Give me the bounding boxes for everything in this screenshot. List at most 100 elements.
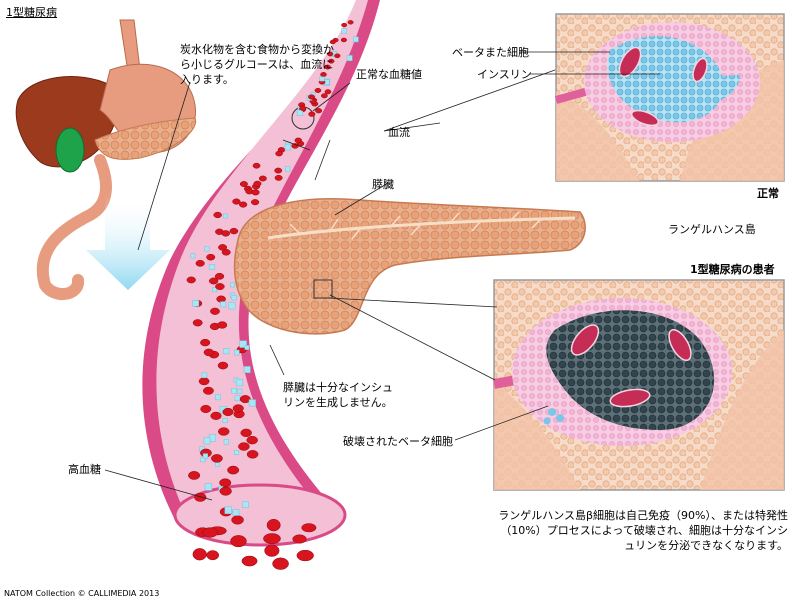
red-blood-cell bbox=[216, 295, 226, 303]
red-blood-cell bbox=[239, 395, 251, 404]
glucose-particle bbox=[239, 340, 247, 348]
red-blood-cell bbox=[274, 167, 283, 174]
red-blood-cell bbox=[299, 105, 307, 111]
beta-cells-label: ベータまた細胞 bbox=[452, 46, 529, 59]
duodenum bbox=[36, 154, 112, 300]
insulin-label: インスリン bbox=[477, 68, 532, 81]
glucose-particle bbox=[285, 166, 291, 172]
red-blood-cell bbox=[200, 404, 212, 413]
glucose-particle bbox=[209, 264, 216, 270]
insufficient-insulin-label: 膵臓は十分なインシュリンを生成しません。 bbox=[283, 381, 393, 409]
glucose-particle bbox=[190, 253, 196, 259]
islet-marker-box bbox=[313, 279, 333, 299]
glucose-particle bbox=[243, 366, 251, 374]
red-blood-cell bbox=[246, 450, 259, 459]
glucose-particle bbox=[223, 213, 228, 219]
bloodstream-label: 血流 bbox=[388, 126, 410, 139]
glucose-particle bbox=[352, 36, 359, 43]
red-blood-cell bbox=[213, 211, 222, 219]
red-blood-cell bbox=[198, 377, 210, 386]
red-blood-cell bbox=[296, 549, 314, 562]
glucose-particle bbox=[231, 295, 237, 301]
duct-branches bbox=[289, 211, 541, 240]
glucose-particle bbox=[234, 349, 240, 356]
red-blood-cell bbox=[219, 478, 232, 488]
glucose-flow-arrow bbox=[86, 195, 170, 290]
glucose-particle bbox=[319, 76, 325, 82]
glucose-particle bbox=[223, 439, 229, 445]
red-blood-cell bbox=[222, 407, 234, 416]
credit: NATOM Collection © CALLIMEDIA 2013 bbox=[4, 589, 160, 598]
glucose-particle bbox=[346, 55, 353, 62]
red-blood-cell bbox=[230, 535, 247, 548]
pancreas-label: 膵臓 bbox=[372, 178, 394, 191]
red-blood-cell bbox=[315, 108, 323, 114]
blood-contents bbox=[186, 20, 359, 570]
red-blood-cell bbox=[327, 51, 334, 57]
red-blood-cell bbox=[347, 20, 354, 25]
red-blood-cell bbox=[324, 89, 332, 95]
red-blood-cell bbox=[294, 137, 302, 144]
red-blood-cell bbox=[324, 64, 331, 70]
red-blood-cell bbox=[264, 544, 280, 557]
glucose-particle bbox=[215, 394, 221, 401]
red-blood-cell bbox=[253, 180, 262, 187]
red-blood-cell bbox=[252, 162, 261, 169]
pancreatic-duct bbox=[267, 216, 576, 240]
glucose-particle bbox=[234, 395, 241, 401]
red-blood-cell bbox=[251, 189, 260, 196]
glucose-particle bbox=[237, 388, 243, 394]
glucose-particle bbox=[248, 399, 256, 407]
red-blood-cell bbox=[232, 198, 241, 205]
glucose-particle bbox=[201, 372, 208, 379]
glucose-particle bbox=[244, 345, 250, 350]
glucose-particle bbox=[215, 462, 220, 467]
gallbladder bbox=[55, 127, 85, 173]
red-blood-cell bbox=[210, 411, 222, 420]
red-blood-cell bbox=[329, 39, 336, 45]
red-blood-cell bbox=[215, 283, 225, 290]
glucose-particle bbox=[223, 348, 230, 355]
red-blood-cell bbox=[188, 471, 201, 480]
red-blood-cell bbox=[206, 550, 220, 561]
red-blood-cell bbox=[203, 386, 214, 395]
red-blood-cell bbox=[214, 272, 225, 280]
red-blood-cell bbox=[274, 174, 283, 181]
red-blood-cell bbox=[250, 199, 260, 206]
red-blood-cell bbox=[218, 427, 230, 436]
red-blood-cell bbox=[203, 348, 214, 357]
islets-label: ランゲルハンス島 bbox=[668, 223, 756, 236]
destroyed-beta-label: 破壊されたベータ細胞 bbox=[343, 435, 453, 448]
red-blood-cell bbox=[340, 37, 347, 43]
red-blood-cell bbox=[292, 534, 307, 544]
carb-glucose-label: 炭水化物を含む食物から変換から小じるグルコースは、血流に入ります。 bbox=[180, 43, 334, 86]
red-blood-cell bbox=[211, 454, 223, 463]
red-blood-cell bbox=[229, 227, 239, 235]
red-blood-cell bbox=[206, 253, 216, 261]
red-blood-cell bbox=[263, 533, 281, 544]
glucose-particle bbox=[204, 483, 213, 491]
red-blood-cell bbox=[192, 319, 203, 327]
red-blood-cell bbox=[221, 230, 231, 237]
glucose-particle bbox=[212, 287, 218, 293]
glucose-particle bbox=[224, 506, 232, 514]
glucose-particle bbox=[341, 28, 347, 34]
red-blood-cell bbox=[195, 260, 205, 267]
red-blood-cell bbox=[314, 87, 322, 93]
glucose-particle bbox=[231, 388, 237, 394]
red-blood-cell bbox=[210, 307, 220, 315]
red-blood-cell bbox=[272, 557, 289, 570]
red-blood-cell bbox=[334, 53, 341, 59]
red-blood-cell bbox=[301, 523, 317, 533]
leader-lines bbox=[104, 51, 660, 501]
page-title: 1型糖尿病 bbox=[6, 6, 57, 19]
glucose-particle bbox=[296, 109, 304, 116]
small-pancreas bbox=[94, 117, 197, 160]
red-blood-cell bbox=[308, 111, 316, 117]
organs bbox=[15, 19, 197, 300]
red-blood-cell bbox=[275, 150, 283, 157]
red-blood-cell bbox=[186, 276, 196, 284]
hyperglycemia-label: 高血糖 bbox=[68, 463, 101, 476]
red-blood-cell bbox=[239, 181, 248, 187]
